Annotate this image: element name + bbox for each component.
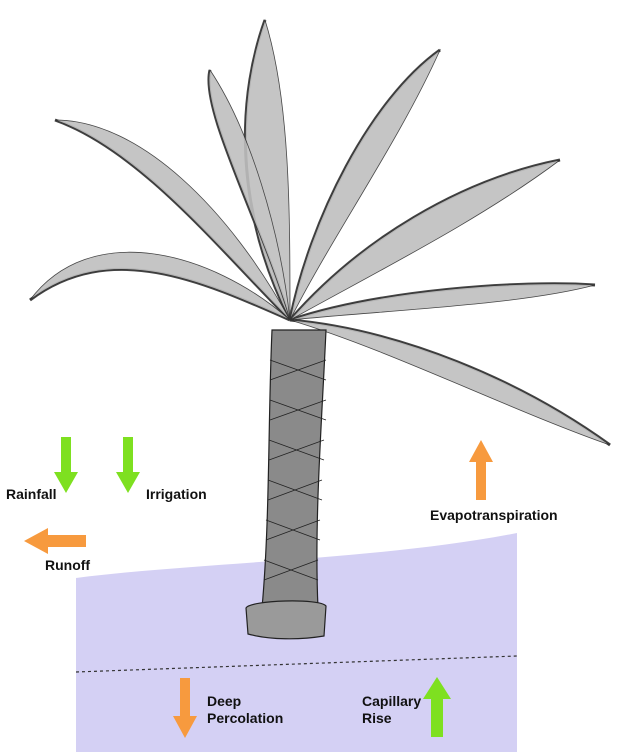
evapotranspiration-label: Evapotranspiration bbox=[430, 507, 558, 523]
capillary-rise-arrow-icon bbox=[423, 677, 451, 737]
irrigation-arrow-icon bbox=[116, 437, 140, 493]
irrigation-label: Irrigation bbox=[146, 486, 207, 502]
evapotranspiration-arrow-icon bbox=[469, 440, 493, 500]
rainfall-label: Rainfall bbox=[6, 486, 57, 502]
deep-percolation-arrow-icon bbox=[173, 678, 197, 738]
runoff-arrow-icon bbox=[24, 528, 86, 554]
rainfall-arrow-icon bbox=[54, 437, 78, 493]
root-zone-boundary bbox=[75, 655, 518, 673]
deep-percolation-label: Deep Percolation bbox=[207, 693, 284, 726]
runoff-label: Runoff bbox=[45, 557, 91, 573]
palm-tree-icon bbox=[29, 18, 611, 640]
capillary-rise-label: Capillary Rise bbox=[362, 693, 422, 726]
